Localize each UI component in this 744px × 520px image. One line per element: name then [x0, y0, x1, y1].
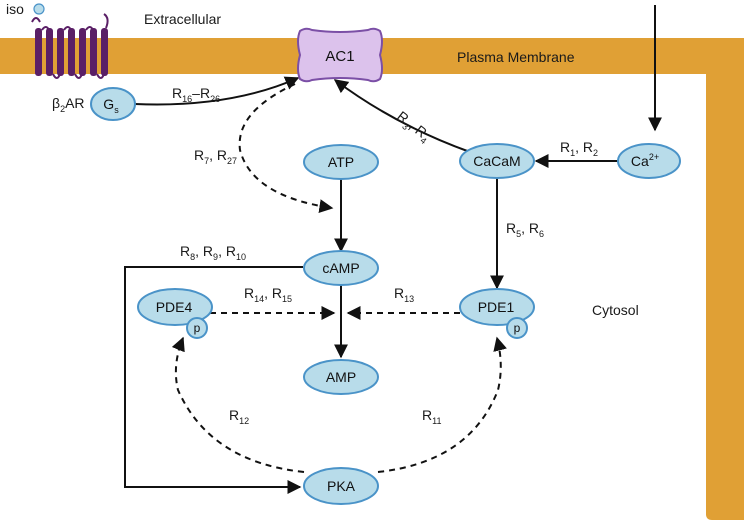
pde4-node — [137, 288, 213, 326]
pka-node — [303, 467, 379, 505]
gs-label: Gs — [103, 96, 119, 115]
reaction-label-r12: R12 — [229, 407, 249, 426]
reaction-label-r5-r6: R5, R6 — [506, 220, 544, 239]
cacam-node — [459, 143, 535, 179]
pka-label: PKA — [327, 478, 356, 494]
atp-label: ATP — [328, 154, 354, 170]
reaction-label-r13: R13 — [394, 285, 414, 304]
cacam-label: CaCaM — [473, 153, 520, 169]
reaction-label-r14-r15: R14, R15 — [244, 285, 292, 304]
b2ar-receptor-icon — [31, 13, 109, 79]
amp-label: AMP — [326, 369, 356, 385]
arrow-pka-to-pde1 — [377, 336, 507, 473]
ca-node — [617, 143, 681, 179]
arrow-pka-to-pde4 — [171, 336, 305, 473]
arrow-ac1-to-atp-camp — [238, 83, 334, 214]
atp-node — [303, 144, 379, 180]
pde4-phospho-label: p — [194, 321, 201, 335]
pde4-phospho-badge — [186, 317, 208, 339]
amp-node — [303, 359, 379, 395]
reaction-label-r8-r9-r10: R8, R9, R10 — [180, 243, 246, 262]
plasma-membrane-label: Plasma Membrane — [457, 49, 575, 65]
gs-node — [90, 87, 136, 121]
arrow-gs-to-ac1 — [134, 76, 300, 106]
iso-ligand-icon — [33, 3, 45, 15]
ac1-node — [297, 27, 383, 83]
membrane-corner-cap — [706, 511, 712, 517]
camp-node — [303, 250, 379, 286]
reaction-label-r11: R11 — [422, 407, 441, 426]
ca-label: Ca2+ — [631, 152, 659, 169]
pde4-label: PDE4 — [156, 299, 193, 315]
reaction-label-r7-r27: R7, R27 — [194, 147, 237, 166]
reaction-label-r3-r4: R3, R4 — [392, 108, 434, 146]
arrow-camp-to-pka — [124, 266, 303, 494]
iso-label: iso — [6, 1, 24, 17]
pde1-label: PDE1 — [478, 299, 515, 315]
reaction-label-r16-r26: R16–R26 — [172, 85, 220, 104]
cytosol-label: Cytosol — [592, 302, 639, 318]
arrow-cacam-to-ac1 — [333, 79, 471, 153]
pde1-phospho-label: p — [514, 321, 521, 335]
reaction-label-r1-r2: R1, R2 — [560, 139, 598, 158]
camp-label: cAMP — [322, 260, 359, 276]
extracellular-label: Extracellular — [144, 11, 221, 27]
pde1-phospho-badge — [506, 317, 528, 339]
pde1-node — [459, 288, 535, 326]
ac1-label: AC1 — [325, 48, 354, 65]
b2ar-label: β2AR — [52, 95, 85, 114]
